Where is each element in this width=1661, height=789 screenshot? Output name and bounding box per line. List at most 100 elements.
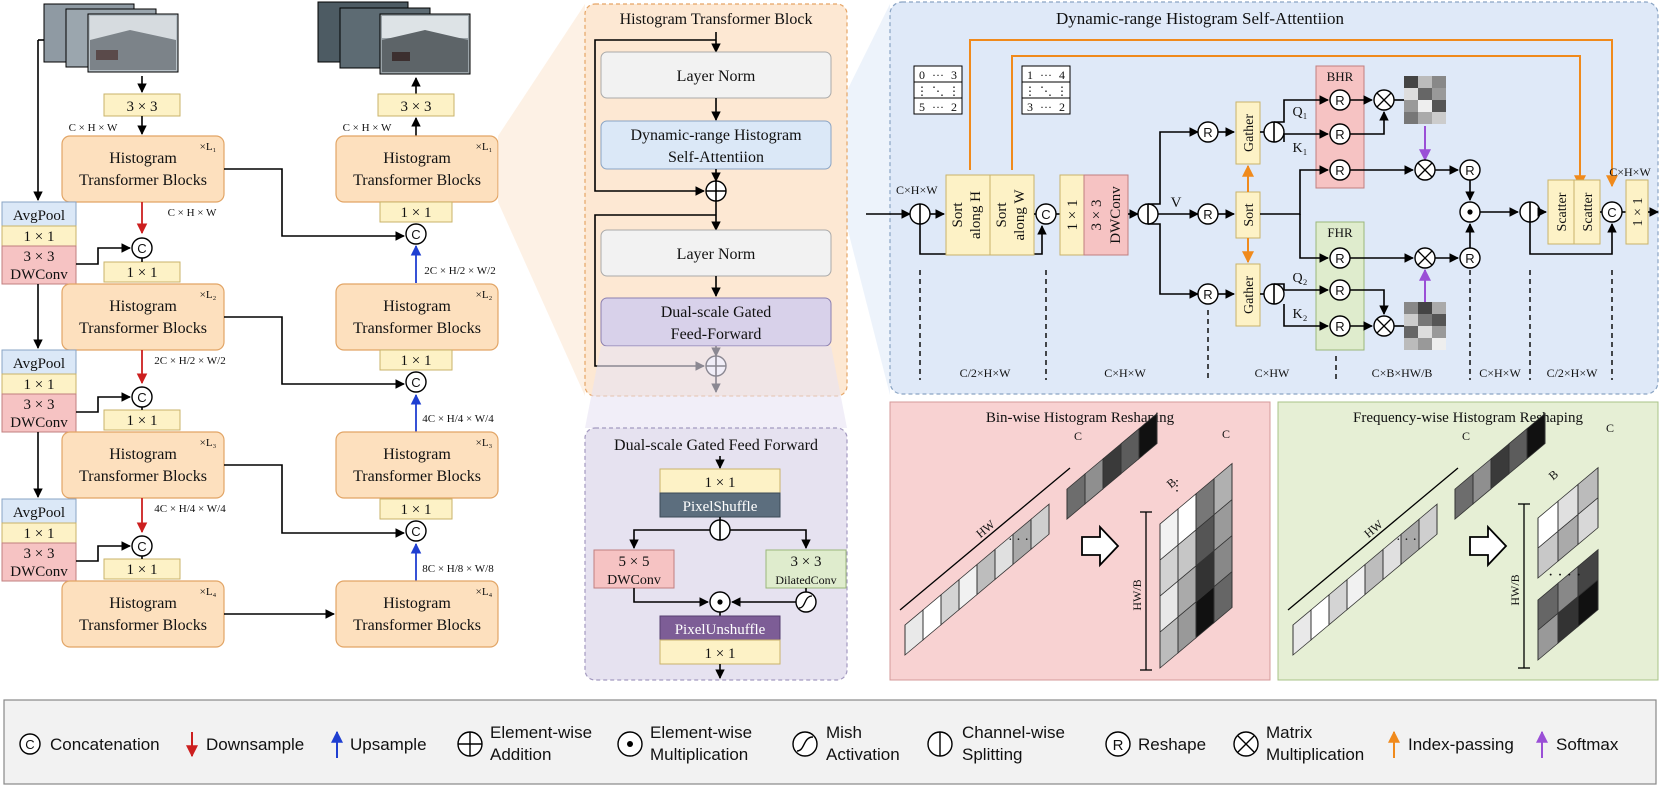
svg-text:R: R <box>1335 251 1344 266</box>
enc-block3-line2: Transformer Blocks <box>79 468 207 485</box>
q1-label: Q₁ <box>1293 105 1308 120</box>
dhsa-title: Dynamic-range Histogram Self-Attentiion <box>1056 9 1344 28</box>
conv-1x1-label: 1 × 1 <box>1065 200 1081 231</box>
dhsa-in-dim: C×H×W <box>896 183 938 197</box>
svg-text:R: R <box>1113 737 1124 754</box>
legend-matmul-1: Matrix <box>1266 723 1313 742</box>
svg-text:· · ·: · · · <box>1396 533 1417 548</box>
dgff-pixelshuffle: PixelShuffle <box>683 499 758 515</box>
svg-text:R: R <box>1335 127 1344 142</box>
svg-text:R: R <box>1465 251 1474 266</box>
encoder-decoder: 3 × 3 C × H × W Histogram Transformer Bl… <box>1 1 499 648</box>
dgff-title: Dual-scale Gated Feed Forward <box>614 437 818 454</box>
conv-3x3-label: 3 × 3 <box>1089 200 1105 231</box>
svg-text:R: R <box>1335 163 1344 178</box>
concat-icon <box>19 733 41 755</box>
legend-split-2: Splitting <box>962 745 1022 764</box>
svg-text:4: 4 <box>1059 68 1065 82</box>
svg-text:C: C <box>137 539 146 554</box>
svg-text:C: C <box>1607 205 1616 220</box>
legend-add-1: Element-wise <box>490 723 592 742</box>
enc-block1-line2: Transformer Blocks <box>79 172 207 189</box>
legend-matmul-2: Multiplication <box>1266 745 1364 764</box>
enc-block2-line1: Histogram <box>109 298 177 315</box>
dec-block4-line1: Histogram <box>383 595 451 612</box>
sort-mid: Sort <box>1242 203 1257 226</box>
bhr-panel: Bin-wise Histogram Reshaping HW C · · · <box>889 401 1271 681</box>
svg-text:· · ·: · · · <box>1008 533 1029 548</box>
sort-w-label1: Sort <box>994 202 1010 228</box>
enc-block4-l: ×L₄ <box>200 586 217 598</box>
dec-block2-l: ×L₂ <box>476 289 493 301</box>
dim-4: C×B×HW/B <box>1372 366 1433 380</box>
dec-block1-l: ×L₁ <box>476 141 493 153</box>
dec-block4-line2: Transformer Blocks <box>353 617 481 634</box>
svg-text:⋮: ⋮ <box>1024 84 1036 98</box>
htb-dgff-line2: Feed-Forward <box>671 326 762 343</box>
enc-conv1-1: 1 × 1 <box>127 265 158 281</box>
svg-text:R: R <box>1203 207 1212 222</box>
htb-layernorm-2: Layer Norm <box>677 246 756 263</box>
up-dim-2: 4C × H/4 × W/4 <box>422 413 494 425</box>
svg-text:⋮: ⋮ <box>1170 479 1184 494</box>
htb-panel: Histogram Transformer Block Layer Norm D… <box>584 3 848 397</box>
mish-icon <box>792 731 818 757</box>
sort-w-label2: along W <box>1012 189 1028 241</box>
enc-block3-line1: Histogram <box>109 446 177 463</box>
legend: C Concatenation Downsample Upsample Elem… <box>3 699 1657 785</box>
svg-text:R: R <box>1465 163 1474 178</box>
down-dim-2: 2C × H/2 × W/2 <box>154 355 225 367</box>
svg-text:3: 3 <box>1027 100 1033 114</box>
legend-index: Index-passing <box>1408 735 1514 754</box>
concat-node-dec2 <box>405 371 427 393</box>
add-icon <box>457 731 483 757</box>
dec-block2-line1: Histogram <box>383 298 451 315</box>
v-label: V <box>1171 195 1182 211</box>
enc-conv1-2: 1 × 1 <box>127 413 158 429</box>
svg-text:R: R <box>1335 319 1344 334</box>
svg-text:⋮: ⋮ <box>1056 84 1068 98</box>
svg-text:C: C <box>25 737 34 752</box>
svg-text:⋮: ⋮ <box>916 84 928 98</box>
svg-text:3: 3 <box>951 68 957 82</box>
index-grid-2: 1 ··· 4 ⋮ ⋱ ⋮ 3 ··· 2 <box>1021 65 1071 115</box>
down-dim-3: 4C × H/4 × W/4 <box>154 503 226 515</box>
fhr-label: FHR <box>1327 225 1353 240</box>
svg-text:···: ··· <box>932 68 944 82</box>
dgff-conv1-bottom: 1 × 1 <box>705 646 736 662</box>
gather-top: Gather <box>1242 114 1257 152</box>
bhr-c2: C <box>1222 427 1230 441</box>
up-dim-3: 8C × H/8 × W/8 <box>422 563 494 575</box>
pool-dwconv-1: DWConv <box>10 267 68 283</box>
concat-node-dec1 <box>405 223 427 245</box>
pool-conv1-3: 1 × 1 <box>24 526 55 542</box>
pool-conv3-2: 3 × 3 <box>24 397 55 413</box>
output-image-stack <box>317 1 471 75</box>
reshape-icon: R <box>1105 731 1131 757</box>
enc-block1-l: ×L₁ <box>200 141 217 153</box>
svg-text:C: C <box>137 241 146 256</box>
dec-conv1-1: 1 × 1 <box>401 205 432 221</box>
legend-softmax: Softmax <box>1556 735 1619 754</box>
bhr-c: C <box>1074 429 1082 443</box>
fhr-title: Frequency-wise Histogram Reshaping <box>1353 410 1583 426</box>
dim-5: C×H×W <box>1479 366 1521 380</box>
pool-dwconv-2: DWConv <box>10 415 68 431</box>
dim-6: C/2×H×W <box>1547 366 1599 380</box>
svg-text:⋱: ⋱ <box>932 84 944 98</box>
dec-conv1-2: 1 × 1 <box>401 353 432 369</box>
svg-text:···: ··· <box>932 100 944 114</box>
svg-text:R: R <box>1203 125 1212 140</box>
enc-dim-top: C × H × W <box>69 122 118 134</box>
legend-down: Downsample <box>206 735 304 754</box>
bhr-label: BHR <box>1327 69 1354 84</box>
dim-3: C×HW <box>1255 366 1290 380</box>
htb-dgff-line1: Dual-scale Gated <box>661 304 772 321</box>
bhr-title: Bin-wise Histogram Reshaping <box>986 410 1175 426</box>
scatter-2: Scatter <box>1581 192 1596 231</box>
svg-text:5: 5 <box>919 100 925 114</box>
svg-text:R: R <box>1335 93 1344 108</box>
out-conv1: 1 × 1 <box>1631 198 1646 227</box>
svg-text:2: 2 <box>1059 100 1065 114</box>
enc-block2-l: ×L₂ <box>200 289 217 301</box>
